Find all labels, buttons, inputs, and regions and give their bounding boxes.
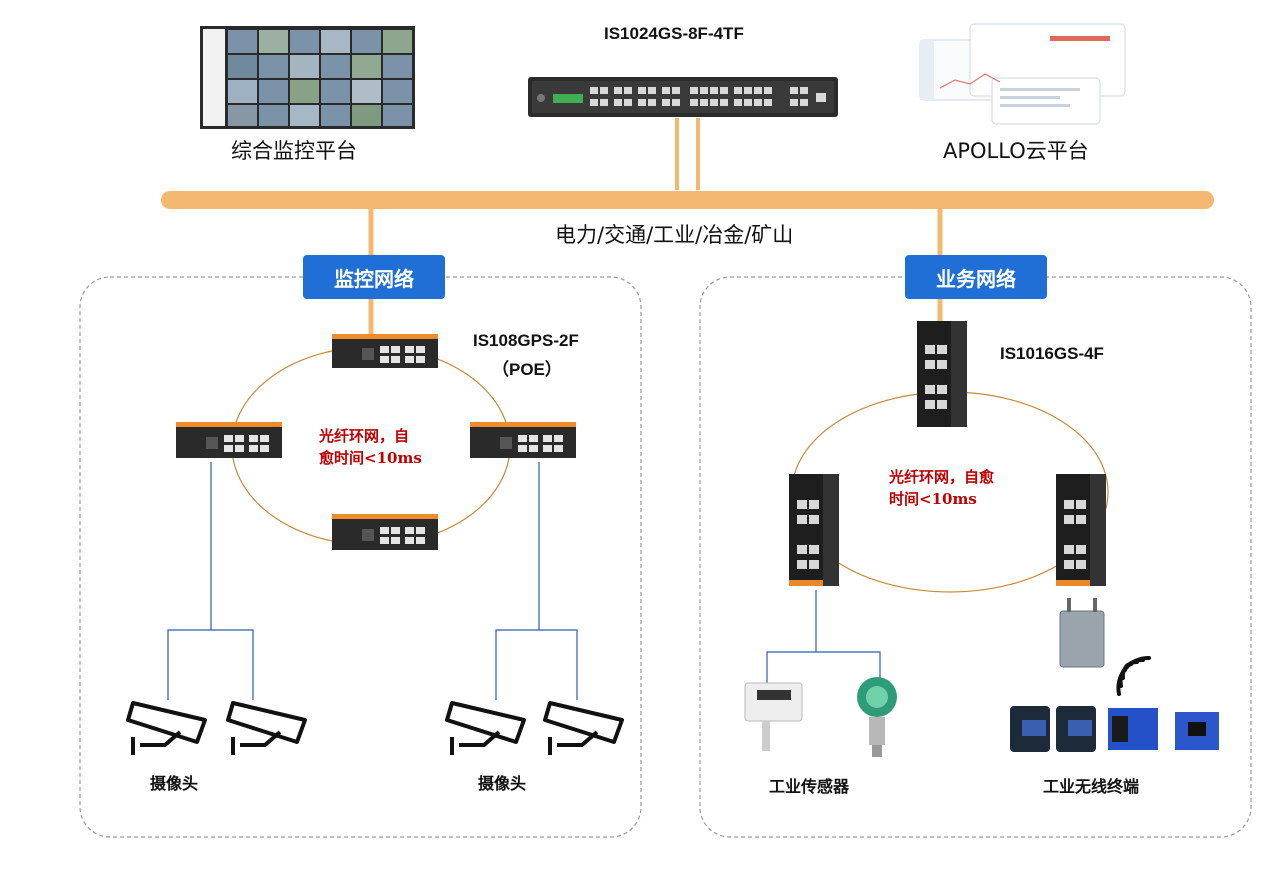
business-network-tag: 业务网络 bbox=[905, 255, 1047, 299]
wireless-terminals-image bbox=[1010, 706, 1219, 752]
monitoring-network-tag: 监控网络 bbox=[303, 255, 445, 299]
right-ring-text-2: 时间<10ms bbox=[889, 490, 977, 508]
sensor-label: 工业传感器 bbox=[769, 777, 850, 796]
left-switch-west bbox=[176, 422, 282, 458]
left-switch-east bbox=[470, 422, 576, 458]
camera-1-icon bbox=[126, 701, 207, 755]
core-switch-image bbox=[528, 77, 838, 117]
cloud-platform-image bbox=[919, 23, 1126, 125]
temperature-sensor-image bbox=[744, 682, 803, 751]
right-switch-left bbox=[789, 474, 839, 586]
camera-3-icon bbox=[445, 701, 526, 755]
pressure-sensor-image bbox=[857, 677, 897, 757]
right-switch-top bbox=[917, 321, 967, 427]
left-switch-model: IS108GPS-2F bbox=[473, 331, 579, 350]
core-switch-model: IS1024GS-8F-4TF bbox=[604, 24, 744, 43]
left-drop-lines bbox=[167, 462, 578, 700]
left-switch-bottom bbox=[332, 514, 438, 550]
right-switch-model: IS1016GS-4F bbox=[1000, 344, 1104, 363]
right-zone-frame bbox=[699, 276, 1252, 838]
left-ring-text-2: 愈时间<10ms bbox=[319, 449, 422, 467]
camera-4-icon bbox=[543, 701, 624, 755]
right-ring-text-1: 光纤环网，自愈 bbox=[889, 468, 995, 486]
right-switch-right bbox=[1056, 474, 1106, 586]
left-switch-top bbox=[332, 334, 438, 368]
left-switch-note: （POE） bbox=[492, 360, 562, 379]
left-zone-frame bbox=[79, 276, 642, 838]
cloud-platform-label: APOLLO云平台 bbox=[943, 139, 1089, 163]
monitor-platform-image bbox=[200, 26, 415, 129]
camera-label-right: 摄像头 bbox=[478, 774, 527, 793]
right-drop-lines bbox=[766, 590, 881, 686]
industries-label: 电力/交通/工业/冶金/矿山 bbox=[555, 223, 794, 247]
camera-label-left: 摄像头 bbox=[150, 774, 199, 793]
left-ring-text-1: 光纤环网，自 bbox=[319, 427, 410, 445]
camera-2-icon bbox=[226, 701, 307, 755]
monitor-platform-label: 综合监控平台 bbox=[231, 139, 357, 163]
wireless-terminal-label: 工业无线终端 bbox=[1043, 777, 1140, 796]
wireless-signal-icon bbox=[1116, 655, 1151, 696]
wireless-gateway-image bbox=[1059, 598, 1105, 668]
